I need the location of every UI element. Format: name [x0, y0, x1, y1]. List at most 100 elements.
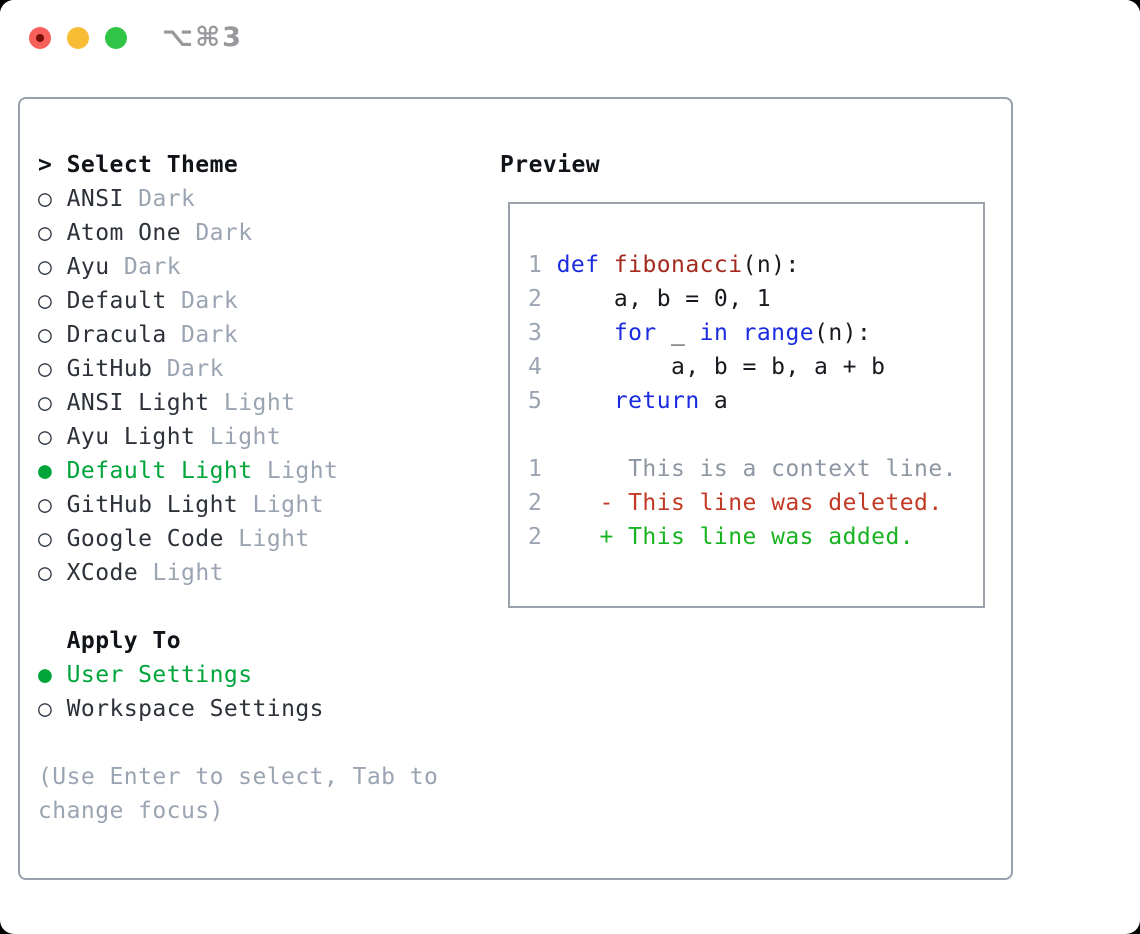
theme-option-dracula-dark[interactable]: ○ Dracula Dark: [38, 318, 438, 352]
theme-option-xcode-light[interactable]: ○ XCode Light: [38, 556, 438, 590]
theme-option-ayu-light-light[interactable]: ○ Ayu Light Light: [38, 420, 438, 454]
code-token: _: [656, 320, 700, 346]
theme-variant-label: Dark: [138, 186, 196, 212]
theme-variant-label: Light: [223, 390, 296, 416]
theme-variant-label: Dark: [181, 288, 239, 314]
code-token: (n):: [742, 252, 800, 278]
spacer: [38, 726, 438, 760]
theme-name: Default: [66, 288, 167, 314]
theme-name: Default Light: [66, 458, 253, 484]
theme-option-atom-one-dark[interactable]: ○ Atom One Dark: [38, 216, 438, 250]
radio-icon: ○: [38, 356, 53, 382]
theme-variant-label: Light: [152, 560, 224, 586]
window-titlebar: ⌥⌘3: [0, 0, 1140, 76]
line-number: 2: [528, 524, 543, 550]
apply-to-header: Apply To: [38, 624, 438, 658]
diff-added-line: 2 + This line was added.: [528, 520, 983, 554]
diff-deleted-line: 2 - This line was deleted.: [528, 486, 983, 520]
code-token: return: [613, 388, 700, 414]
theme-option-ayu-dark[interactable]: ○ Ayu Dark: [38, 250, 438, 284]
radio-icon: ○: [38, 220, 53, 246]
theme-variant-label: Dark: [195, 220, 253, 246]
minimize-button[interactable]: [67, 27, 89, 49]
apply-to-radio-list: ● User Settings○ Workspace Settings: [38, 658, 438, 726]
radio-icon: ○: [38, 560, 53, 586]
help-hint-line-2: change focus): [38, 798, 224, 824]
code-token: a, b = b, a + b: [556, 354, 886, 380]
theme-variant-label: Light: [252, 492, 325, 518]
code-line: 2 a, b = 0, 1: [528, 282, 983, 316]
theme-variant-label: Light: [209, 424, 282, 450]
close-button[interactable]: [29, 27, 51, 49]
theme-variant-label: Light: [266, 458, 339, 484]
radio-icon: ○: [38, 696, 53, 722]
radio-icon: ○: [38, 322, 53, 348]
theme-option-default-dark[interactable]: ○ Default Dark: [38, 284, 438, 318]
theme-variant-label: Dark: [166, 356, 224, 382]
theme-option-ansi-light-light[interactable]: ○ ANSI Light Light: [38, 386, 438, 420]
theme-name: Ayu: [66, 254, 110, 280]
code-token: a, b = 0, 1: [556, 286, 772, 312]
code-token: [557, 388, 614, 414]
window-title: ⌥⌘3: [162, 22, 243, 53]
theme-name: Google Code: [66, 526, 224, 552]
theme-name: GitHub: [66, 356, 153, 382]
code-token: in: [699, 320, 729, 346]
theme-name: GitHub Light: [66, 492, 239, 518]
zoom-button[interactable]: [105, 27, 127, 49]
radio-icon: ○: [38, 288, 53, 314]
diff-context-line: 1 This is a context line.: [528, 452, 983, 486]
theme-name: Dracula: [66, 322, 167, 348]
line-number: 2: [528, 490, 543, 516]
help-hint-line-1: (Use Enter to select, Tab to: [38, 764, 439, 790]
radio-icon: ○: [38, 492, 53, 518]
theme-picker-column: > Select Theme ○ ANSI Dark○ Atom One Dar…: [38, 148, 438, 828]
line-number: 1: [528, 252, 543, 278]
theme-option-github-dark[interactable]: ○ GitHub Dark: [38, 352, 438, 386]
radio-selected-icon: ●: [38, 662, 53, 688]
theme-option-github-light-light[interactable]: ○ GitHub Light Light: [38, 488, 438, 522]
code-token: [600, 252, 614, 278]
code-token: [728, 320, 742, 346]
theme-name: ANSI Light: [66, 390, 210, 416]
code-line: 5 return a: [528, 384, 983, 418]
section-title: Select Theme: [66, 152, 239, 178]
line-number: 3: [528, 320, 543, 346]
apply-option-label: Workspace Settings: [66, 696, 324, 722]
spacer: [38, 590, 438, 624]
line-number: 4: [528, 354, 543, 380]
code-token: + This line was added.: [556, 524, 915, 550]
theme-name: ANSI: [66, 186, 124, 212]
theme-variant-label: Dark: [181, 322, 239, 348]
theme-dialog: > Select Theme ○ ANSI Dark○ Atom One Dar…: [18, 97, 1013, 880]
apply-option-workspace-settings[interactable]: ○ Workspace Settings: [38, 692, 438, 726]
code-token: def: [556, 252, 600, 278]
radio-selected-icon: ●: [38, 458, 53, 484]
code-line: 3 for _ in range(n):: [528, 316, 983, 350]
theme-variant-label: Dark: [123, 254, 182, 280]
apply-option-user-settings[interactable]: ● User Settings: [38, 658, 438, 692]
code-token: - This line was deleted.: [556, 490, 943, 516]
line-number: 1: [528, 456, 543, 482]
radio-icon: ○: [38, 254, 53, 280]
apply-option-label: User Settings: [66, 662, 253, 688]
theme-option-google-code-light[interactable]: ○ Google Code Light: [38, 522, 438, 556]
code-line: 4 a, b = b, a + b: [528, 350, 983, 384]
radio-icon: ○: [38, 424, 53, 450]
theme-name: Ayu Light: [66, 424, 196, 450]
line-number: 2: [528, 286, 543, 312]
code-token: (n):: [814, 320, 872, 346]
radio-icon: ○: [38, 186, 53, 212]
focus-prompt-icon: >: [38, 152, 53, 178]
line-number: 5: [528, 388, 543, 414]
code-line: 1 def fibonacci(n):: [528, 248, 983, 282]
radio-icon: ○: [38, 390, 53, 416]
code-token: fibonacci: [613, 252, 743, 278]
theme-radio-list: ○ ANSI Dark○ Atom One Dark○ Ayu Dark○ De…: [38, 182, 438, 590]
radio-icon: ○: [38, 526, 53, 552]
theme-option-default-light-light[interactable]: ● Default Light Light: [38, 454, 438, 488]
theme-option-ansi-dark[interactable]: ○ ANSI Dark: [38, 182, 438, 216]
preview-header: Preview: [500, 152, 601, 178]
